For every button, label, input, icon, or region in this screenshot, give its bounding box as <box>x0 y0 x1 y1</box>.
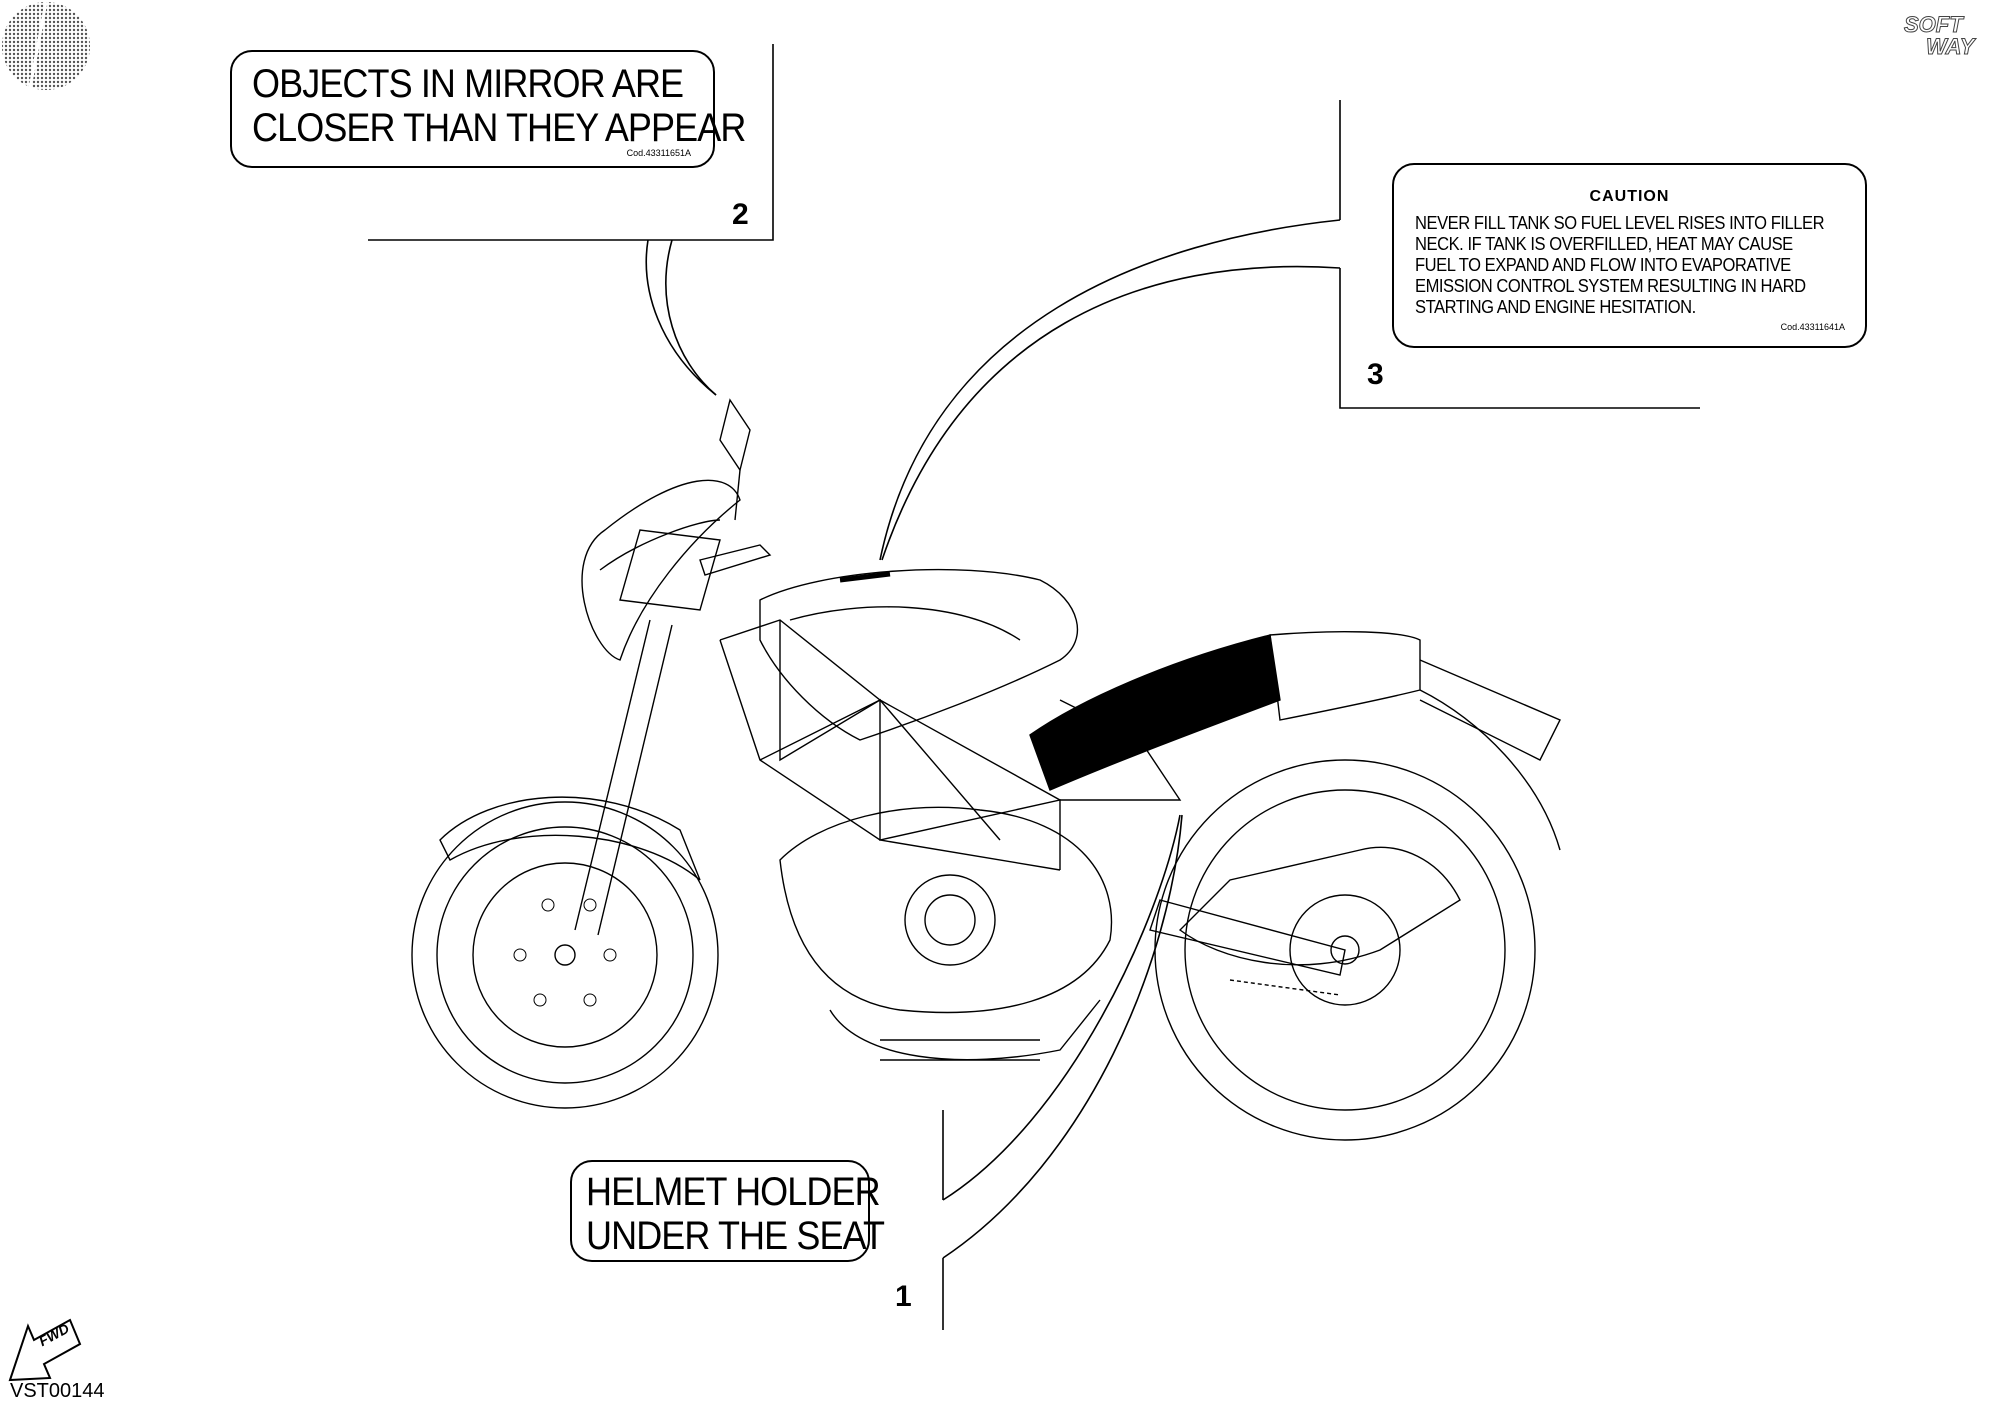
caution-line-4: EMISSION CONTROL SYSTEM RESULTING IN HAR… <box>1415 276 1806 296</box>
fwd-arrow-icon <box>8 1318 82 1382</box>
mirror-warning-label: OBJECTS IN MIRROR ARE CLOSER THAN THEY A… <box>230 50 746 168</box>
mirror-label-line-1: OBJECTS IN MIRROR ARE <box>252 62 684 106</box>
motorcycle-illustration <box>411 398 1561 1141</box>
mirror-label-code: Cod.43311651A <box>626 148 691 158</box>
helmet-holder-label: HELMET HOLDER UNDER THE SEAT <box>570 1160 885 1262</box>
callout-number-1: 1 <box>895 1280 912 1313</box>
callout-leader-lines <box>368 44 1700 1330</box>
front-brake-disc <box>513 898 617 1007</box>
caution-line-3: FUEL TO EXPAND AND FLOW INTO EVAPORATIVE <box>1415 255 1791 275</box>
logo-line-1: SOFT <box>1904 12 1964 37</box>
caution-title: CAUTION <box>1589 188 1670 205</box>
helmet-label-line-1: HELMET HOLDER <box>586 1170 881 1214</box>
helmet-label-line-2: UNDER THE SEAT <box>586 1214 885 1258</box>
tank-label-code: Cod.43311641A <box>1780 322 1845 332</box>
figure-id: VST00144 <box>10 1380 105 1402</box>
mirror-label-line-2: CLOSER THAN THEY APPEAR <box>252 106 746 150</box>
softway-logo: SOFT WAY <box>1900 12 1995 62</box>
caution-line-2: NECK. IF TANK IS OVERFILLED, HEAT MAY CA… <box>1415 234 1793 254</box>
fuel-tank-caution-label: CAUTION NEVER FILL TANK SO FUEL LEVEL RI… <box>1392 163 1867 348</box>
caution-line-5: STARTING AND ENGINE HESITATION. <box>1415 297 1696 317</box>
caution-line-1: NEVER FILL TANK SO FUEL LEVEL RISES INTO… <box>1415 213 1825 233</box>
callout-number-2: 2 <box>732 198 749 231</box>
logo-line-2: WAY <box>1926 34 1975 59</box>
corner-disc-icon <box>2 1 90 90</box>
callout-number-3: 3 <box>1367 358 1384 391</box>
